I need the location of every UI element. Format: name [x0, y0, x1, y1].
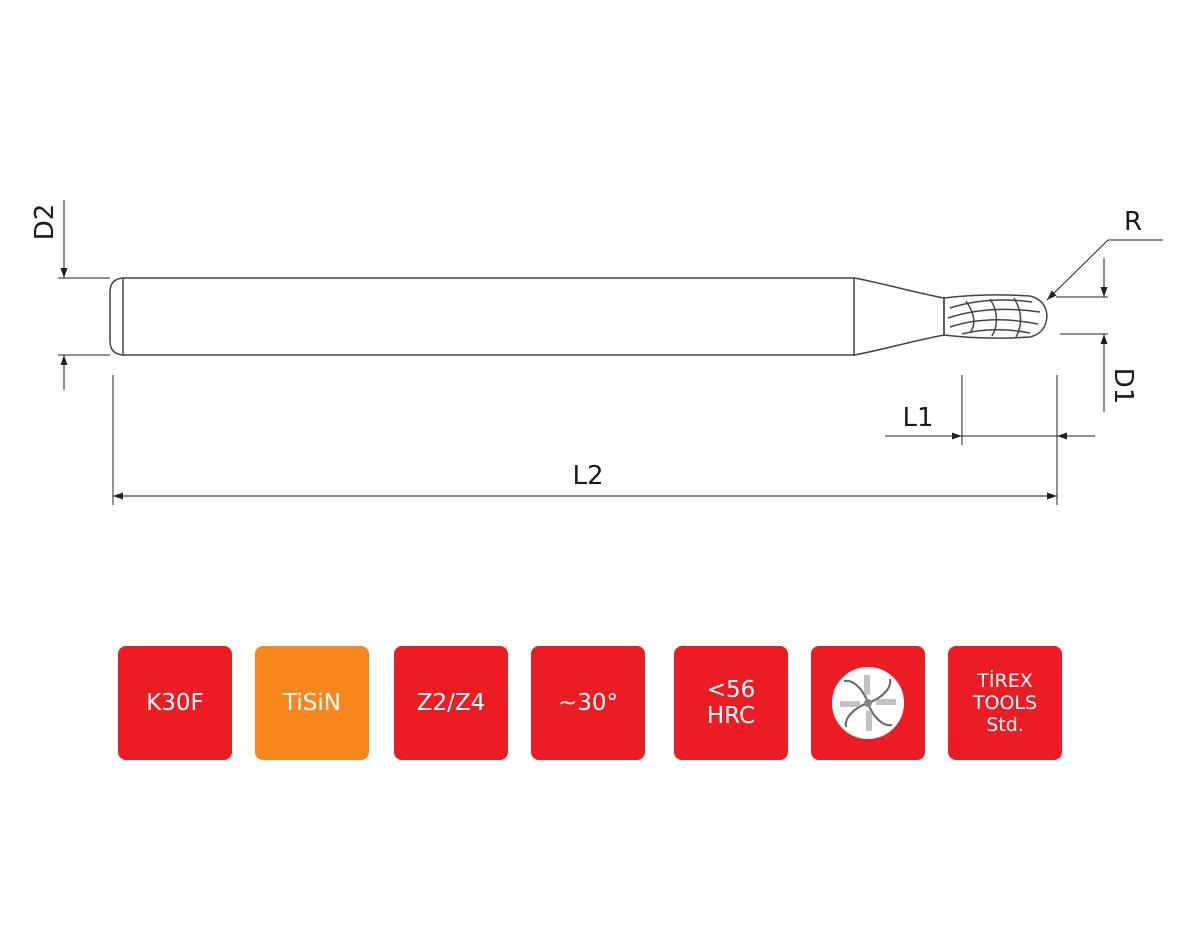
label-l1: L1 — [902, 403, 933, 433]
dimension-r — [1046, 239, 1163, 301]
badge-text: ~30° — [557, 690, 619, 716]
dimension-d2 — [58, 200, 110, 390]
label-l2: L2 — [572, 461, 603, 491]
spec-badges: K30F TiSiN Z2/Z4 ~30° <56 HRC — [118, 646, 1062, 760]
neck-taper — [853, 277, 945, 356]
badge-text: TiSiN — [283, 690, 341, 716]
badge-helix-angle: ~30° — [531, 646, 645, 760]
cutting-head — [943, 294, 1048, 339]
badge-text: K30F — [146, 690, 204, 716]
badge-text-line-3: Std. — [986, 714, 1024, 736]
tool-body — [109, 277, 1048, 356]
badge-cross-section — [811, 646, 925, 760]
label-d2: D2 — [30, 204, 60, 241]
badge-text-line-2: TOOLS — [972, 692, 1038, 714]
shank — [109, 277, 855, 356]
dimension-l2 — [112, 375, 1057, 505]
end-mill-drawing: D2 R D1 L1 L2 — [30, 200, 1163, 505]
badge-text-line-1: <56 — [706, 677, 756, 703]
badge-hardness: <56 HRC — [674, 646, 788, 760]
badge-text: Z2/Z4 — [416, 690, 486, 716]
badge-grade: K30F — [118, 646, 232, 760]
badge-standard: TİREX TOOLS Std. — [948, 646, 1062, 760]
label-r: R — [1124, 207, 1142, 237]
badge-flutes: Z2/Z4 — [394, 646, 508, 760]
badge-text-line-2: HRC — [706, 703, 756, 729]
label-d1: D1 — [1108, 368, 1138, 405]
badge-text-line-1: TİREX — [977, 670, 1033, 692]
flute-cross-section-icon — [832, 667, 904, 739]
dimension-d1 — [1056, 258, 1108, 412]
dimension-l1 — [885, 375, 1095, 505]
badge-coating: TiSiN — [255, 646, 369, 760]
